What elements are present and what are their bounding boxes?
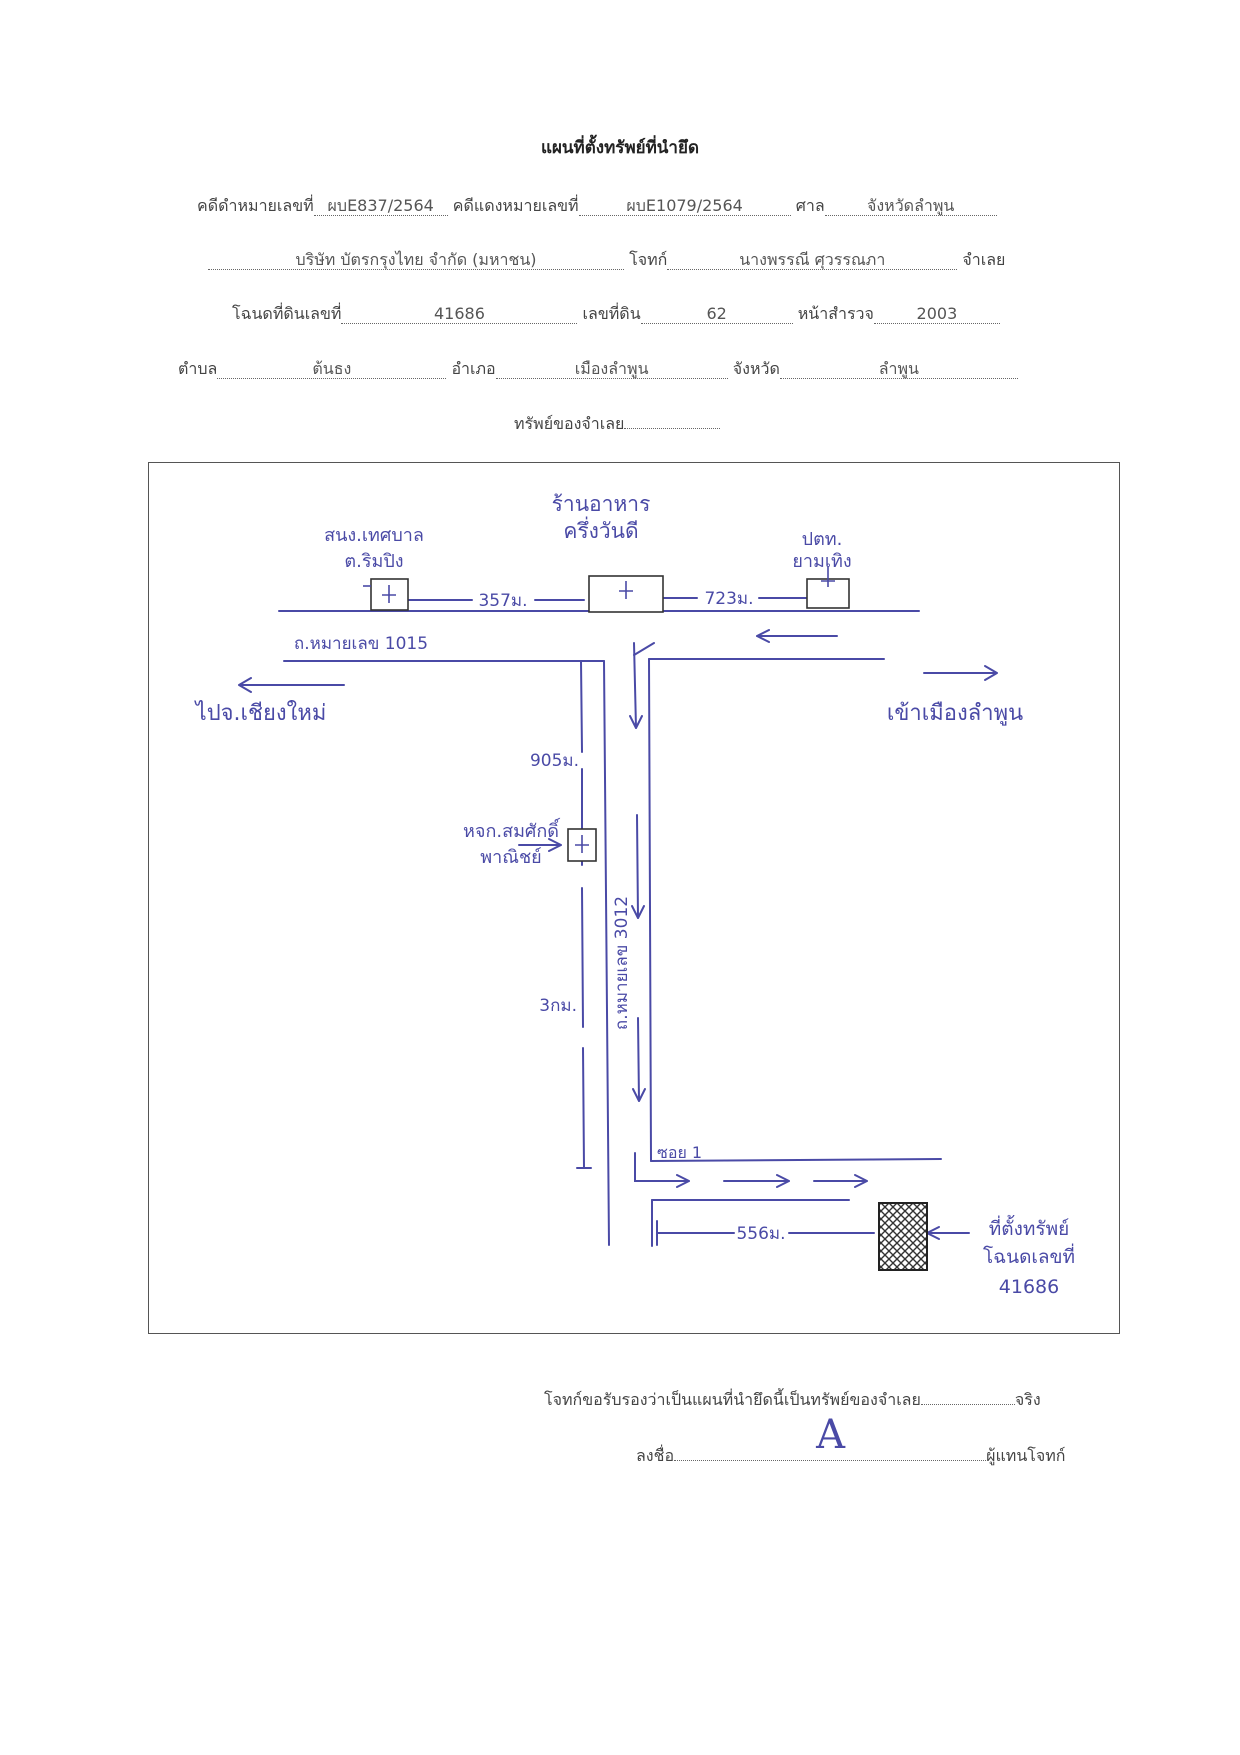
restaurant-label-2: ครึ่งวันดี [563,516,638,543]
black-case-value: ผบE837/2564 [313,197,448,216]
land-no-value: 62 [640,305,793,324]
distance-723-label: 723ม. [704,589,753,609]
municipal-marker-icon [382,585,396,603]
certify-blank [920,1404,1015,1405]
arrow-south-2 [631,814,645,919]
arrow-south-1 [629,642,643,729]
district-value: เมืองลำพูน [495,360,728,379]
signature-row: ลงชื่อ A ผู้แทนโจทก์ [636,1415,1066,1469]
highway-1015-label: ถ.หมายเลข 1015 [294,634,428,654]
arrow-to-lamphun [923,665,998,681]
arrow-to-shop [518,838,562,852]
court-label: ศาล [795,196,825,215]
plaintiff-label: โจทก์ [629,250,668,269]
survey-value: 2003 [873,305,1000,324]
property-owner-label: ทรัพย์ของจำเลย [514,414,625,433]
municipal-label-1: สนง.เทศบาล [324,525,424,546]
province-label: จังหวัด [732,359,780,378]
ptt-label-2: ยามเทิง [792,551,851,572]
soi-label: ซอย 1 [657,1143,702,1162]
distance-3km-label: 3กม. [539,996,577,1016]
red-case-label: คดีแดงหมายเลขที่ [452,196,579,215]
distance-line-lower [581,887,584,1028]
sign-role: ผู้แทนโจทก์ [986,1446,1066,1465]
arrow-into-soi [634,1152,690,1188]
district-label: อำเภอ [451,359,496,378]
ptt-marker-icon [821,567,835,587]
certify-text: โจทก์ขอรับรองว่าเป็นแผนที่นำยึดนี้เป็นทร… [544,1390,921,1409]
defendant-name: นางพรรณี ศุวรรณภา [667,251,958,270]
property-label-2: โฉนดเลขที่ [983,1243,1075,1268]
distance-556-label: 556ม. [736,1224,785,1244]
municipal-label-2: ต.ริมปิง [344,551,403,572]
property-owner-value [624,428,721,429]
page-title: แผนที่ตั้งทรัพย์ที่นำยึด [541,138,699,158]
shop-label-2: พาณิชย์ [480,847,541,868]
restaurant-label-1: ร้านอาหาร [552,492,651,516]
distance-905-label: 905ม. [530,751,579,771]
road-3012-east-edge [648,658,652,1162]
arrow-south-3 [632,1017,646,1102]
defendant-label: จำเลย [962,250,1006,269]
land-no-label: เลขที่ดิน [582,304,641,323]
deed-label: โฉนดที่ดินเลขที่ [232,304,342,323]
road-3012-west-edge [603,660,610,1246]
signature-line: A [674,1415,987,1461]
red-case-value: ผบE1079/2564 [578,197,791,216]
to-chiangmai-label: ไปจ.เชียงใหม่ [194,700,327,726]
arrow-west-on-1015 [756,629,838,643]
certify-end: จริง [1014,1390,1041,1409]
distance-line-bottom [582,1047,585,1169]
black-case-label: คดีดำหมายเลขที่ [197,196,314,215]
location-row: ตำบลต้นธง อำเภอเมืองลำพูน จังหวัดลำพูน [178,357,1018,382]
survey-label: หน้าสำรวจ [797,304,874,323]
property-label-3: 41686 [999,1276,1059,1298]
owner-row: ทรัพย์ของจำเลย [514,412,721,437]
province-value: ลำพูน [779,360,1018,379]
ptt-label-1: ปตท. [802,529,843,550]
shop-label-1: หจก.สมศักดิ์ [463,817,561,842]
arrow-east-soi-1 [723,1174,790,1188]
arrow-turn-mark [633,642,655,656]
distance-357-label: 357ม. [478,591,527,611]
highway-3012-label: ถ.หมายเลข 3012 [612,896,632,1030]
case-row: คดีดำหมายเลขที่ผบE837/2564 คดีแดงหมายเลข… [197,194,997,219]
hand-drawn-map: ร้านอาหาร ครึ่งวันดี สนง.เทศบาล ต.ริมปิง… [194,492,1075,1298]
shop-marker-icon [575,835,589,853]
arrow-to-property [926,1226,970,1240]
arrow-east-soi-2 [813,1174,868,1188]
property-parcel [878,1202,928,1271]
sign-label: ลงชื่อ [636,1446,675,1465]
location-map: ร้านอาหาร ครึ่งวันดี สนง.เทศบาล ต.ริมปิง… [148,462,1120,1334]
to-lamphun-label: เข้าเมืองลำพูน [887,701,1023,726]
soi-north-edge [650,1158,942,1162]
certification-row: โจทก์ขอรับรองว่าเป็นแผนที่นำยึดนี้เป็นทร… [544,1388,1041,1413]
signature-mark: A [816,1412,845,1458]
property-label-1: ที่ตั้งทรัพย์ [989,1215,1070,1240]
court-value: จังหวัดลำพูน [824,197,997,216]
arrow-to-chiangmai [238,677,345,693]
parties-row: บริษัท บัตรกรุงไทย จำกัด (มหาชน) โจทก์นา… [208,248,1005,273]
deed-value: 41686 [341,305,578,324]
plaintiff-name: บริษัท บัตรกรุงไทย จำกัด (มหาชน) [208,251,624,270]
subdistrict-label: ตำบล [178,359,218,378]
subdistrict-value: ต้นธง [217,360,447,379]
restaurant-marker-icon [619,581,633,599]
distance-line-upper [580,660,583,753]
municipal-office-box [370,578,409,611]
